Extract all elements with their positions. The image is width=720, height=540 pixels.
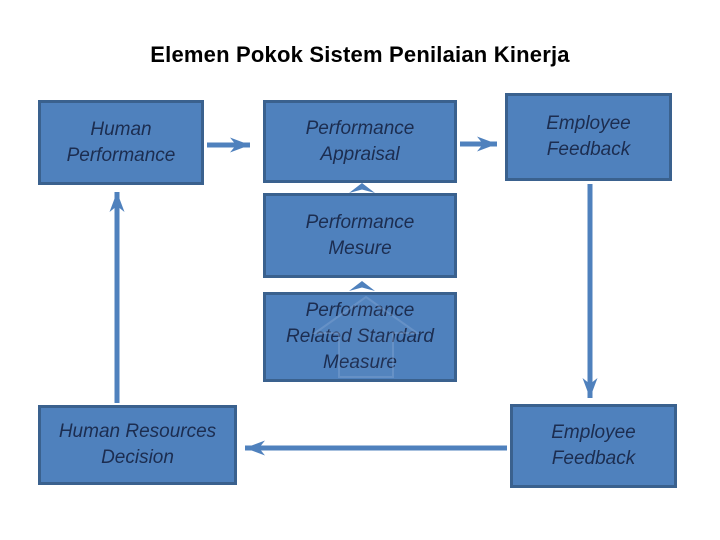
node-performance-mesure: Performance Mesure xyxy=(263,193,457,278)
arrowhead-related-standard-to-mesure xyxy=(349,281,375,291)
arrowhead-mesure-to-appraisal xyxy=(349,183,375,193)
node-label-performance-mesure: Performance Mesure xyxy=(305,211,415,259)
node-label-employee-feedback-bottom: Employee Feedback xyxy=(551,422,636,469)
node-human-performance: Human Performance xyxy=(38,100,204,185)
node-label-performance-related-standard-measure: Performance Related Standard Measure xyxy=(286,300,434,373)
node-performance-related-standard-measure: Performance Related Standard Measure xyxy=(263,292,457,382)
page-title: Elemen Pokok Sistem Penilaian Kinerja xyxy=(150,42,570,67)
node-label-employee-feedback-top: Employee Feedback xyxy=(546,113,631,160)
node-human-resources-decision: Human Resources Decision xyxy=(38,405,237,485)
node-label-human-performance: Human Performance xyxy=(66,118,176,166)
node-label-human-resources-decision: Human Resources Decision xyxy=(58,421,217,468)
node-label-performance-appraisal: Performance Appraisal xyxy=(305,117,415,165)
node-performance-appraisal: Performance Appraisal xyxy=(263,100,457,183)
node-employee-feedback-top: Employee Feedback xyxy=(505,93,672,181)
node-employee-feedback-bottom: Employee Feedback xyxy=(510,404,677,488)
